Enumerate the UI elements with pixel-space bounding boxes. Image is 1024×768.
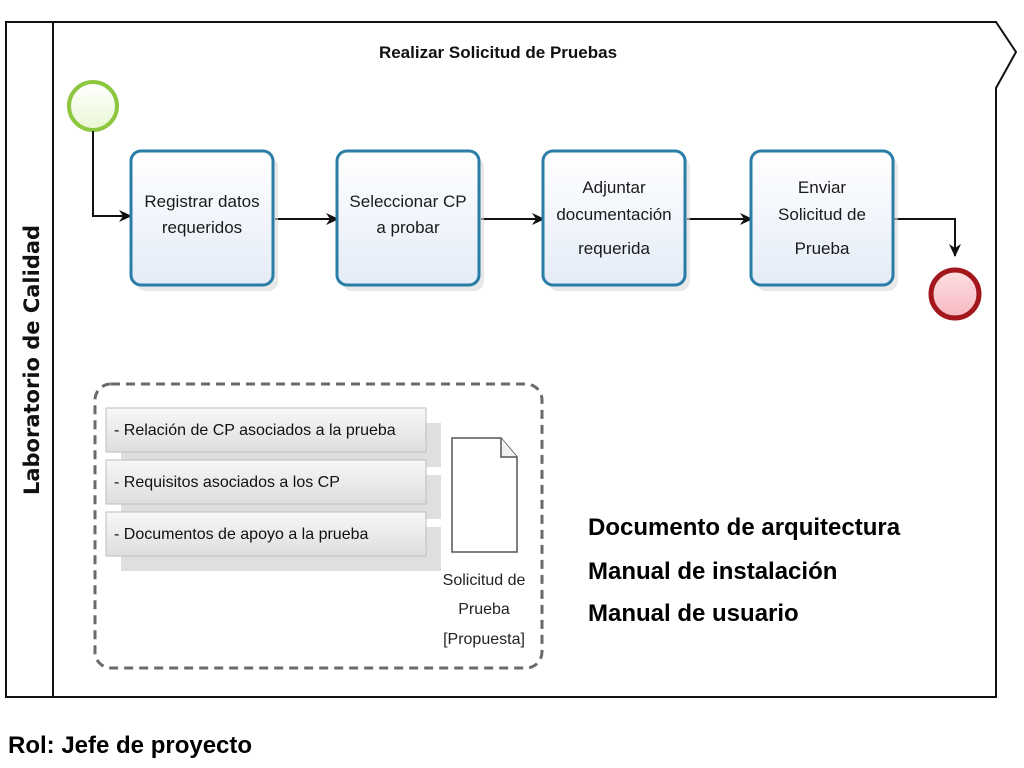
task-label: Enviar — [798, 178, 847, 197]
task-registrar-datos[interactable]: Registrar datos requeridos — [129, 149, 278, 291]
start-event[interactable] — [67, 80, 119, 132]
pool-border — [5, 21, 1018, 698]
group-item[interactable]: - Requisitos asociados a los CP — [105, 459, 441, 519]
task-label: requerida — [578, 239, 650, 258]
sequence-flow-start — [92, 131, 132, 222]
end-event[interactable] — [928, 267, 982, 321]
group-item[interactable]: - Documentos de apoyo a la prueba — [105, 511, 441, 571]
note-manual-usuario: Manual de usuario — [588, 600, 799, 627]
task-label: Registrar datos — [144, 192, 259, 211]
task-seleccionar-cp[interactable]: Seleccionar CP a probar — [335, 149, 484, 291]
task-adjuntar-documentacion[interactable]: Adjuntar documentación requerida — [541, 149, 690, 291]
group-box — [93, 382, 544, 670]
task-label: Adjuntar — [582, 178, 646, 197]
sequence-flow-end — [894, 218, 961, 257]
note-manual-instalacion: Manual de instalación — [588, 558, 838, 585]
group-item-text: - Relación de CP asociados a la prueba — [114, 422, 396, 439]
data-object-label: Solicitud de — [443, 572, 526, 589]
task-label: a probar — [376, 218, 440, 237]
data-object-solicitud[interactable]: Solicitud de Prueba [Propuesta] — [443, 437, 526, 648]
task-label: Prueba — [795, 239, 850, 258]
task-label: Seleccionar CP — [349, 192, 466, 211]
task-enviar-solicitud[interactable]: Enviar Solicitud de Prueba — [749, 149, 898, 291]
note-documento-arquitectura: Documento de arquitectura — [588, 514, 901, 541]
role-label: Rol: Jefe de proyecto — [8, 732, 253, 759]
lane-label: Laboratorio de Calidad — [20, 225, 44, 495]
task-label: requeridos — [162, 218, 242, 237]
task-label: Solicitud de — [778, 205, 866, 224]
group-item-text: - Documentos de apoyo a la prueba — [114, 526, 368, 543]
pool-title: Realizar Solicitud de Pruebas — [379, 43, 617, 62]
task-label: documentación — [556, 205, 671, 224]
data-object-label: [Propuesta] — [443, 631, 525, 648]
data-object-label: Prueba — [458, 601, 510, 618]
group-item-text: - Requisitos asociados a los CP — [114, 474, 340, 491]
group-item[interactable]: - Relación de CP asociados a la prueba — [105, 407, 441, 467]
